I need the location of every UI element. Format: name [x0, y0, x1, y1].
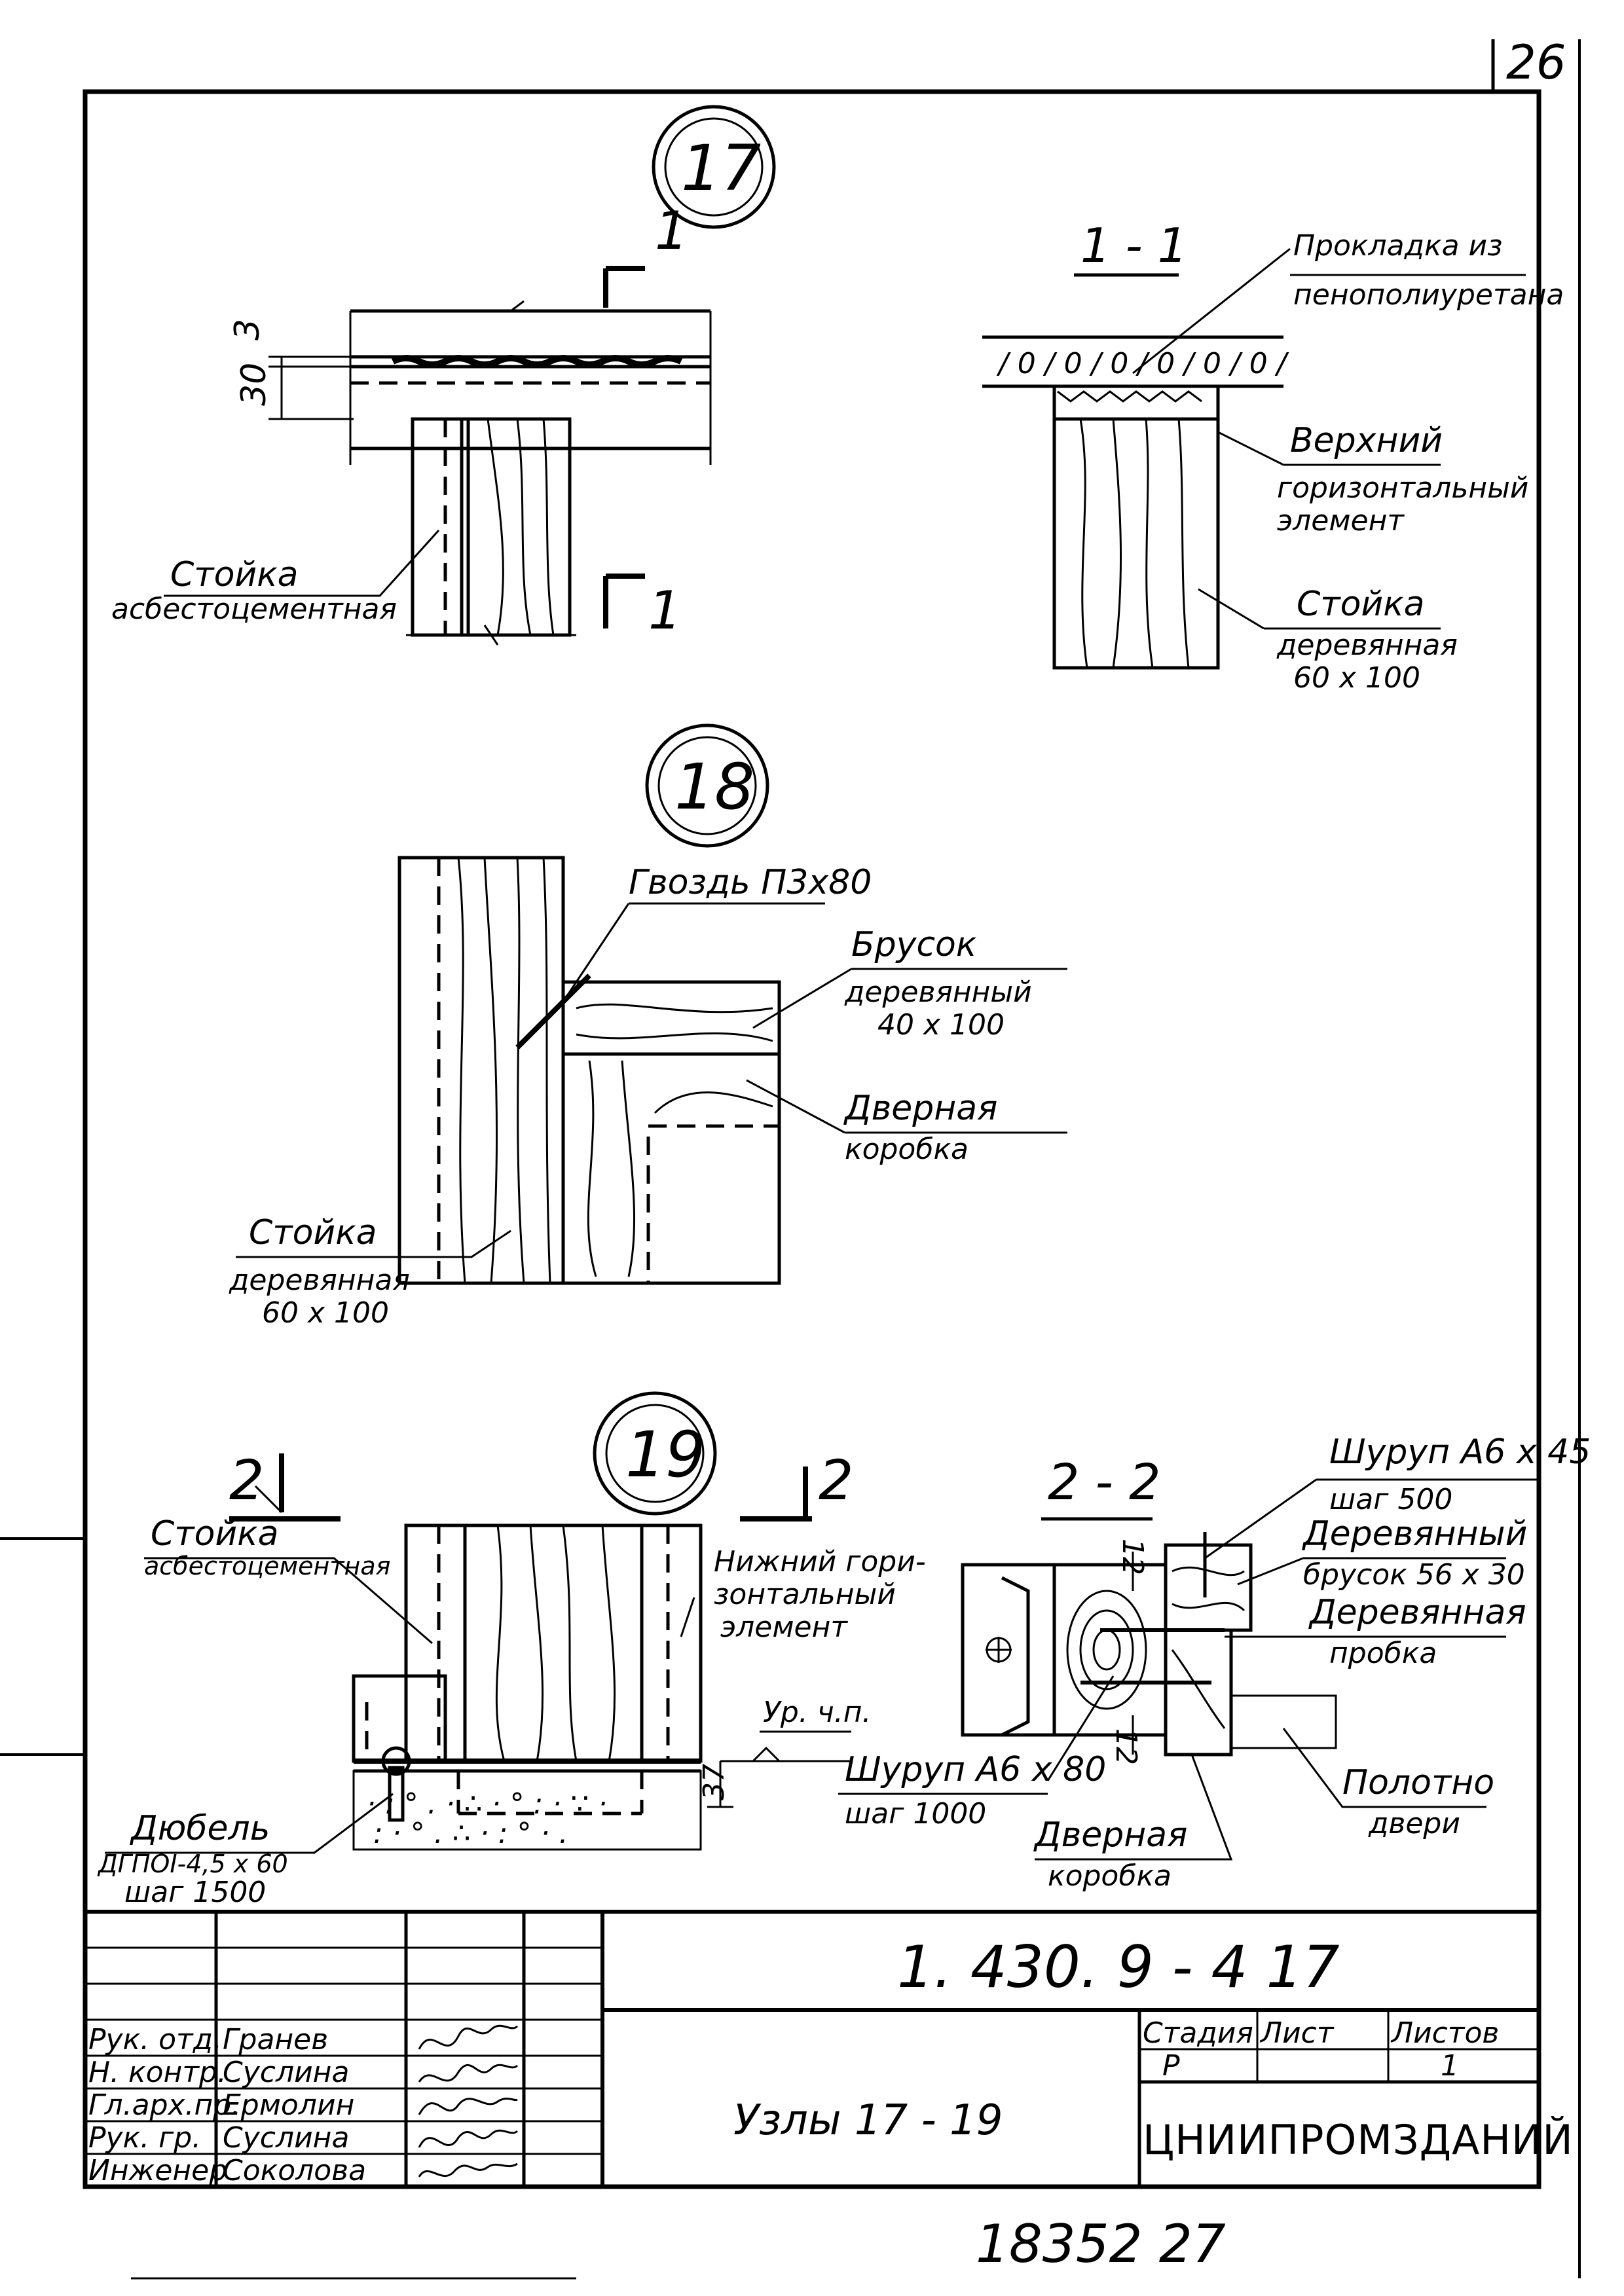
- svg-text:2 - 2: 2 - 2: [1048, 1453, 1160, 1511]
- svg-text:Брусок: Брусок: [851, 925, 977, 964]
- svg-text:Соколова: Соколова: [223, 2154, 366, 2187]
- svg-text:Полотно: Полотно: [1342, 1763, 1494, 1802]
- node-19-marker: 19: [593, 1391, 717, 1516]
- svg-text:Нижний гори-: Нижний гори-: [714, 1545, 926, 1578]
- svg-text:Ур. ч.п.: Ур. ч.п.: [763, 1696, 871, 1729]
- svg-text:12: 12: [1109, 1728, 1143, 1765]
- svg-text:1 - 1: 1 - 1: [1080, 218, 1187, 273]
- signatures: [418, 2024, 519, 2178]
- sheet-header: Лист: [1259, 2016, 1335, 2050]
- svg-text:двери: двери: [1368, 1807, 1460, 1840]
- node-17-drawing: 1 1 3 30 Стойка асбестоцементная: [111, 200, 712, 646]
- title-block: [83, 1910, 1541, 2189]
- svg-text:асбестоцементная: асбестоцементная: [144, 1552, 391, 1580]
- svg-text:40 х 100: 40 х 100: [877, 1008, 1005, 1042]
- stage-header: Стадия: [1143, 2016, 1253, 2050]
- svg-text:60 х 100: 60 х 100: [262, 1296, 389, 1330]
- svg-text:Стойка: Стойка: [249, 1213, 377, 1252]
- svg-text:элемент: элемент: [720, 1611, 848, 1644]
- node-19-drawing: 2 2 · : ° . · ∴ · ° : · ∵ · : · ° . ∴ · …: [97, 1448, 926, 1909]
- svg-text:Шуруп А6 х 45: Шуруп А6 х 45: [1329, 1432, 1591, 1472]
- svg-text:18: 18: [674, 750, 754, 824]
- svg-text:Рук. отд.: Рук. отд.: [88, 2023, 222, 2056]
- roles-table: Рук. отд. Гранев Н. контр. Суслина Гл.ар…: [88, 2023, 366, 2187]
- svg-text:60 х 100: 60 х 100: [1293, 661, 1420, 695]
- svg-text:деревянная: деревянная: [229, 1264, 410, 1297]
- svg-text:Шуруп А6 х 80: Шуруп А6 х 80: [845, 1750, 1106, 1789]
- svg-text:коробка: коробка: [845, 1133, 969, 1166]
- svg-text:Стойка: Стойка: [170, 555, 298, 594]
- svg-text:· : ° . · ∴ · ° : · ∵ ·: · : ° . · ∴ · ° : · ∵ ·: [367, 1787, 607, 1821]
- node-18-marker: 18: [645, 723, 769, 848]
- section-1-1: 1 - 1 / 0 / 0 / 0 / 0 / 0 / 0 / Прокладк…: [982, 218, 1564, 695]
- svg-text:Рук. гр.: Рук. гр.: [88, 2121, 201, 2155]
- svg-text:пробка: пробка: [1329, 1637, 1437, 1670]
- svg-text:2: 2: [819, 1448, 853, 1512]
- svg-text:шаг 1000: шаг 1000: [845, 1797, 986, 1831]
- doc-code: 1. 430. 9 - 4 17: [897, 1933, 1339, 2001]
- svg-text:шаг 1500: шаг 1500: [124, 1876, 266, 1909]
- svg-text:Дверная: Дверная: [843, 1089, 997, 1128]
- svg-text:Верхний: Верхний: [1290, 421, 1443, 460]
- node-18-drawing: Гвоздь П3х80 Брусок деревянный 40 х 100 …: [229, 856, 1067, 1330]
- svg-text:Прокладка из: Прокладка из: [1293, 229, 1503, 263]
- svg-text:Дверная: Дверная: [1033, 1815, 1187, 1855]
- svg-text:Суслина: Суслина: [223, 2056, 349, 2089]
- svg-text:шаг 500: шаг 500: [1329, 1483, 1452, 1516]
- svg-text:пенополиуретана: пенополиуретана: [1293, 278, 1564, 312]
- svg-text:Гранев: Гранев: [223, 2023, 328, 2056]
- svg-text:2: 2: [229, 1448, 264, 1512]
- svg-text:Стойка: Стойка: [151, 1514, 278, 1554]
- svg-text:Гл.арх.пр.: Гл.арх.пр.: [88, 2088, 240, 2122]
- svg-text:1: 1: [655, 200, 688, 261]
- organization: ЦНИИПРОМЗДАНИЙ: [1143, 2116, 1574, 2164]
- svg-text:/ 0 / 0 / 0 / 0 / 0 / 0 /: / 0 / 0 / 0 / 0 / 0 / 0 /: [996, 347, 1289, 380]
- svg-text:3: 3: [228, 319, 267, 340]
- svg-text:Суслина: Суслина: [223, 2121, 349, 2155]
- section-2-2: 2 - 2 12 12 Шуруп А6 х 45 шаг: [838, 1432, 1591, 1893]
- svg-text:17: 17: [681, 132, 761, 205]
- svg-text:Деревянная: Деревянная: [1308, 1593, 1526, 1632]
- drawing-title: Узлы 17 - 19: [733, 2096, 1003, 2145]
- svg-text:деревянная: деревянная: [1276, 629, 1458, 662]
- svg-text:асбестоцементная: асбестоцементная: [111, 592, 397, 626]
- svg-text:ДГПОI-4,5 х 60: ДГПОI-4,5 х 60: [97, 1850, 288, 1878]
- svg-text:Гвоздь П3х80: Гвоздь П3х80: [629, 863, 872, 902]
- svg-text:37: 37: [697, 1764, 731, 1800]
- svg-text:12: 12: [1116, 1539, 1149, 1575]
- svg-text:деревянный: деревянный: [844, 975, 1032, 1009]
- svg-text:19: 19: [625, 1418, 705, 1491]
- svg-text:Н. контр.: Н. контр.: [88, 2056, 227, 2089]
- svg-text:элемент: элемент: [1277, 504, 1405, 538]
- svg-text:Ермолин: Ермолин: [223, 2088, 354, 2122]
- archive-number: 18352 27: [976, 2214, 1226, 2274]
- stage-value: Р: [1162, 2049, 1180, 2083]
- sheets-value: 1: [1441, 2049, 1459, 2083]
- svg-text:1: 1: [648, 580, 682, 641]
- svg-text:30: 30: [234, 363, 274, 406]
- svg-text:коробка: коробка: [1048, 1859, 1172, 1893]
- svg-text:зонтальный: зонтальный: [714, 1578, 896, 1611]
- svg-text:: · ° . ∴ · : ° · .: : · ° . ∴ · : ° · .: [373, 1817, 568, 1850]
- sheets-header: Листов: [1390, 2016, 1499, 2050]
- svg-text:горизонтальный: горизонтальный: [1277, 471, 1528, 505]
- svg-text:Стойка: Стойка: [1297, 585, 1424, 624]
- svg-text:Деревянный: Деревянный: [1302, 1514, 1527, 1554]
- svg-text:Инженер: Инженер: [88, 2154, 227, 2187]
- node-17-marker: 17: [652, 105, 776, 229]
- sheet-number: 26: [1506, 35, 1566, 90]
- svg-text:Дюбель: Дюбель: [130, 1809, 270, 1848]
- svg-text:брусок 56 х 30: брусок 56 х 30: [1303, 1558, 1525, 1592]
